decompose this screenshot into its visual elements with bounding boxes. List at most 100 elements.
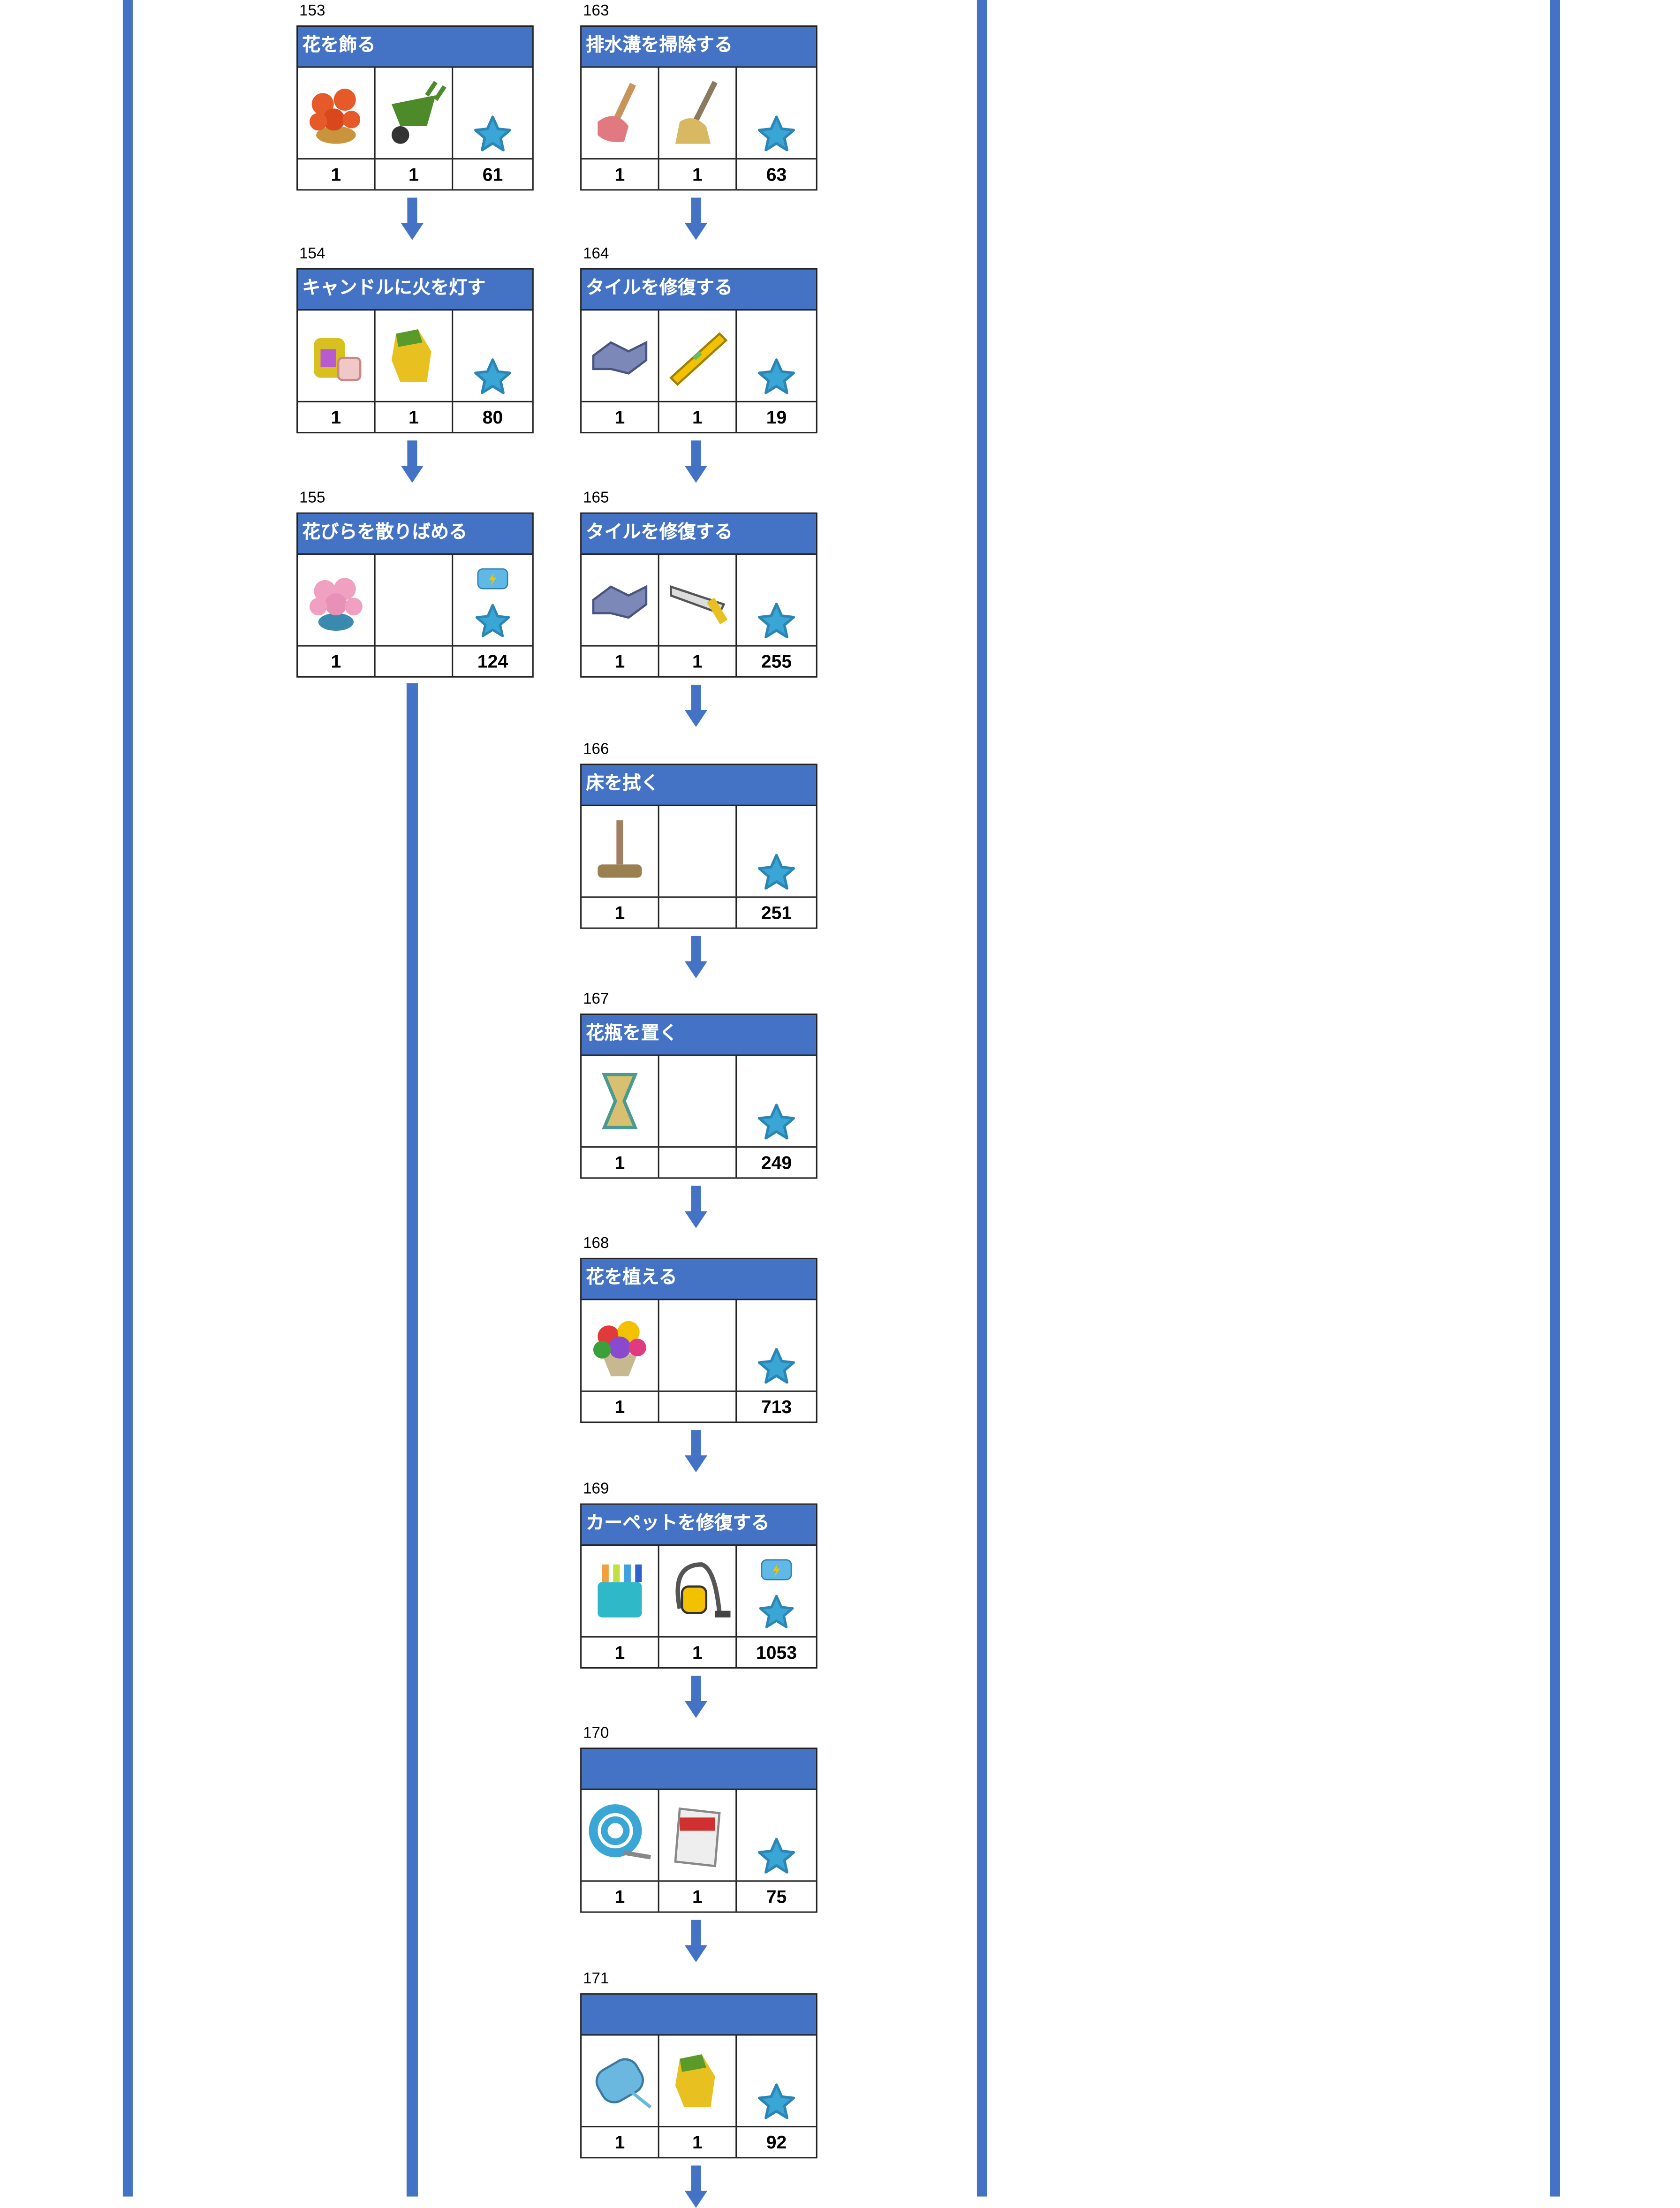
item-cell — [659, 2035, 737, 2126]
requirement-images-row — [298, 68, 532, 160]
flower-basket-icon — [593, 1321, 646, 1376]
reward-quantity: 92 — [766, 2132, 787, 2153]
item-quantity: 1 — [659, 646, 737, 676]
item-quantity: 1 — [298, 159, 376, 189]
requirement-quantities-row: 1 124 — [298, 646, 532, 676]
item-cell — [659, 1545, 737, 1636]
toolbox-icon — [477, 568, 508, 590]
down-arrow-icon — [684, 1675, 708, 1718]
item-quantity: 1 — [582, 402, 659, 432]
item-quantity: 1 — [582, 1391, 659, 1422]
item-quantity: 1 — [582, 898, 659, 928]
flower-pot-icon — [309, 578, 363, 631]
down-arrow-icon — [684, 936, 708, 978]
flower-bouquet-icon — [309, 89, 361, 144]
work-gloves-icon — [391, 329, 431, 382]
requirement-images-row — [582, 1545, 816, 1638]
reward-quantity: 80 — [482, 406, 503, 428]
reward-cell — [737, 1546, 816, 1636]
quest-title: 排水溝を掃除する — [582, 27, 816, 68]
quest-number: 163 — [583, 3, 609, 20]
quest-number: 164 — [583, 245, 609, 263]
quest-title — [582, 1995, 816, 2036]
cement-bag-icon — [674, 1807, 721, 1868]
down-arrow-icon — [684, 1186, 708, 1228]
item-cell — [298, 68, 376, 159]
quest-number: 165 — [583, 490, 609, 507]
mop-icon — [675, 81, 718, 144]
item-quantity: 1 — [582, 2127, 659, 2157]
item-quantity — [659, 898, 737, 928]
item-quantity — [376, 646, 454, 676]
reward-cell — [737, 555, 816, 645]
reward-quantity: 63 — [766, 164, 787, 185]
work-gloves-icon — [675, 2054, 715, 2108]
down-arrow-icon — [684, 684, 708, 727]
item-cell — [582, 2035, 659, 2126]
tiles-icon — [592, 340, 648, 375]
item-cell — [582, 68, 659, 159]
item-quantity — [659, 1148, 737, 1178]
star-icon — [757, 1348, 795, 1384]
reward-cell — [453, 310, 532, 401]
quest-title: 床を拭く — [582, 765, 816, 806]
quest-title: カーペットを修復する — [582, 1505, 816, 1546]
star-icon — [474, 115, 511, 151]
star-icon — [757, 854, 795, 890]
spirit-level-icon — [669, 332, 728, 386]
item-cell — [659, 554, 737, 645]
vertical-divider — [122, 0, 133, 2197]
requirement-images-row — [582, 806, 816, 898]
quest-number: 169 — [583, 1481, 609, 1498]
quest-number: 166 — [583, 741, 609, 758]
item-cell — [582, 806, 659, 897]
reward-quantity: 124 — [477, 650, 508, 672]
reward-cell — [737, 1790, 816, 1881]
item-quantity: 1 — [582, 1637, 659, 1667]
item-cell — [582, 1056, 659, 1147]
tiles-icon — [592, 585, 648, 619]
reward-quantity: 1053 — [756, 1641, 797, 1663]
reward-quantity: 19 — [766, 406, 787, 428]
item-cell — [376, 554, 454, 645]
item-cell — [582, 1300, 659, 1391]
down-arrow-icon — [684, 1430, 708, 1473]
item-quantity: 1 — [298, 646, 376, 676]
quest-number: 170 — [583, 1725, 609, 1742]
quest-number: 167 — [583, 991, 609, 1008]
quest-title: 花瓶を置く — [582, 1015, 816, 1056]
down-arrow-icon — [684, 197, 708, 240]
quest-title: キャンドルに火を灯す — [298, 269, 532, 311]
sewing-machine-icon — [598, 1564, 642, 1618]
requirement-images-row — [582, 554, 816, 647]
requirement-images-row — [582, 2035, 816, 2128]
quest-title: タイルを修復する — [582, 269, 816, 311]
item-quantity: 1 — [376, 402, 454, 432]
reward-cell — [737, 806, 816, 897]
quest-number: 155 — [299, 490, 325, 507]
reward-quantity: 255 — [761, 650, 792, 672]
hose-icon — [589, 1804, 651, 1860]
reward-quantity: 713 — [761, 1396, 792, 1418]
quest-title: 花を飾る — [298, 27, 532, 68]
requirement-images-row — [582, 1300, 816, 1392]
down-arrow-icon — [401, 197, 424, 240]
requirement-images-row — [582, 68, 816, 160]
item-quantity: 1 — [582, 646, 659, 676]
star-icon — [757, 1104, 795, 1140]
item-cell — [298, 554, 376, 645]
item-quantity — [659, 1391, 737, 1422]
floor-brush-icon — [598, 820, 642, 878]
down-arrow-icon — [401, 440, 424, 483]
vertical-divider — [976, 0, 987, 2197]
star-icon — [475, 604, 510, 637]
